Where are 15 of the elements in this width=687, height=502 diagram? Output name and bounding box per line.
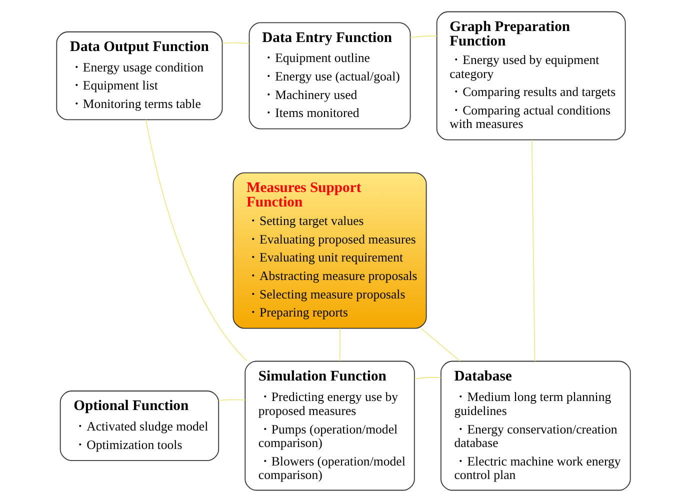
node-box: Data Entry Function ・Equipment outline ・Energy use (actual/goal) ・Machinery used ・Items monitored <box>248 22 411 130</box>
connector <box>146 119 248 362</box>
connector <box>222 42 250 44</box>
node-box: Simulation Function ・Predicting energy use by proposed measures ・Pumps (operation/model comparison) ・Blowers (operation/model comparison) <box>244 360 415 491</box>
connector <box>339 328 341 362</box>
node-box: Database ・Medium long term planning guidelines ・Energy conservation/creation database ・Electric machine work energy control plan <box>440 360 631 491</box>
node-box: Data Output Function ・Energy usage condition ・Equipment list ・Monitoring terms table <box>56 31 223 120</box>
node-box: Graph Preparation Function ・Energy used by equipment category ・Comparing results and targets ・Comparing actual conditions with measures <box>436 11 626 140</box>
node-box: Optional Function ・Activated sludge model ・Optimization tools <box>60 390 220 461</box>
connector <box>410 36 438 38</box>
connector <box>414 376 442 380</box>
connector <box>218 399 246 401</box>
connector <box>420 328 460 362</box>
node-box: Measures Support Function ・Setting target values ・Evaluating proposed measures ・Evaluating unit requirement ・Abstracting measure proposals ・Selecting measure proposals ・Preparing reports <box>232 172 427 329</box>
connector <box>531 140 536 362</box>
